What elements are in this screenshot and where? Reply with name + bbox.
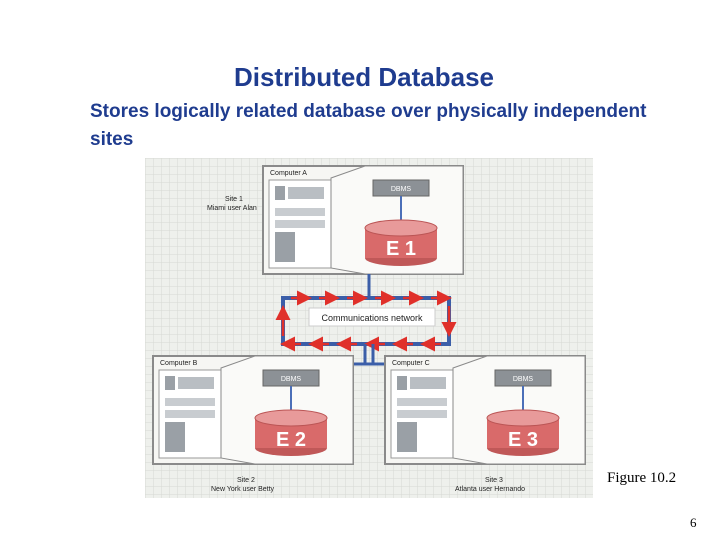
- computer-a-label: Computer A: [270, 170, 307, 177]
- db-label-e1: E 1: [386, 238, 416, 260]
- page-number: 6: [690, 515, 697, 530]
- dbms-label-a: DBMS: [391, 186, 412, 193]
- slide-subtitle: Stores logically related database over p…: [90, 101, 647, 150]
- computer-c: Computer C DBMS E 3 Site 3 Atlanta user …: [384, 355, 586, 493]
- computer-a: Computer A DBMS E 1 Site 1 Miami user Al…: [207, 165, 464, 275]
- site-2-user: New York user Betty: [211, 486, 275, 493]
- screen-panel: [275, 186, 285, 200]
- figure-caption: Figure 10.2: [607, 470, 677, 486]
- dbms-label-b: DBMS: [281, 376, 302, 383]
- computer-b-label: Computer B: [160, 360, 198, 367]
- computer-b: Computer B DBMS E 2 Site 2 New York user…: [152, 355, 354, 493]
- communications-network: Communications network: [275, 274, 457, 366]
- db-cylinder-top-a: [364, 219, 438, 237]
- distributed-database-diagram: Computer A DBMS E 1 Site 1 Miami user Al…: [145, 158, 593, 498]
- slide-title: Distributed Database: [233, 62, 495, 92]
- network-label: Communications network: [321, 313, 423, 323]
- site-3-label: Site 3: [485, 477, 503, 484]
- site-2-label: Site 2: [237, 477, 255, 484]
- computer-c-label: Computer C: [392, 360, 430, 367]
- site-1-user: Miami user Alan: [207, 205, 257, 212]
- network-arrows: [275, 290, 457, 352]
- db-label-e3: E 3: [508, 429, 538, 451]
- db-cylinder-top-c: [486, 409, 560, 427]
- db-label-e2: E 2: [276, 429, 306, 451]
- db-cylinder-top-b: [254, 409, 328, 427]
- site-3-user: Atlanta user Hernando: [455, 486, 525, 493]
- site-1-label: Site 1: [225, 196, 243, 203]
- dbms-label-c: DBMS: [513, 376, 534, 383]
